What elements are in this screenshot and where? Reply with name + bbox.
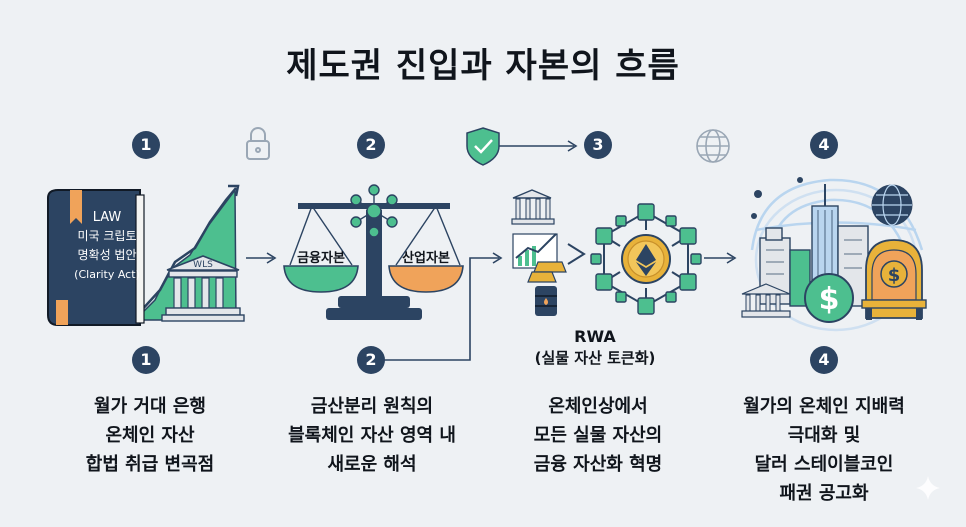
svg-text:$: $	[819, 282, 840, 317]
book-line-3: 명확성 법안	[77, 248, 136, 262]
rwa-title: RWA	[574, 327, 616, 346]
step-number-3-top: 3	[584, 131, 612, 159]
shield-check-icon	[466, 127, 500, 166]
caption-4-line-3: 달러 스테이블코인	[754, 454, 894, 475]
caption-1-line-1: 월가 거대 은행	[94, 396, 206, 417]
book-line-1: LAW	[93, 210, 122, 225]
caption-2-line-2: 블록체인 자산 영역 내	[288, 425, 456, 446]
scale-left-label: 금융자본	[297, 250, 345, 266]
balance-scale-icon: 금융자본 산업자본	[283, 184, 464, 320]
step-number-1-mid: 1	[132, 346, 160, 374]
bank-icon: WLS	[161, 255, 245, 322]
step-number-2-top: 2	[357, 131, 385, 159]
caption-3-line-2: 모든 실물 자산의	[533, 425, 663, 446]
scale-right-label: 산업자본	[402, 250, 450, 266]
globe-icon	[696, 129, 730, 163]
caption-step-4: 월가의 온체인 지배력 극대화 및 달러 스테이블코인 패권 공고화	[706, 392, 942, 508]
caption-4-line-1: 월가의 온체인 지배력	[743, 396, 905, 417]
caption-3-line-3: 금융 자산화 혁명	[533, 454, 663, 475]
book-line-2: 미국 크립토	[77, 229, 136, 243]
bank-label: WLS	[193, 260, 213, 270]
caption-step-3: 온체인상에서 모든 실물 자산의 금융 자산화 혁명	[488, 392, 708, 479]
globe-node-dots	[751, 177, 803, 219]
sparkle-icon	[916, 476, 940, 500]
step-number-4-mid: 4	[810, 346, 838, 374]
dollar-coin-icon: $	[804, 273, 854, 323]
caption-1-line-3: 합법 취급 변곡점	[85, 454, 215, 475]
step-number-1-top: 1	[132, 131, 160, 159]
caption-3-line-1: 온체인상에서	[548, 396, 648, 417]
connector-arrow-2-3-lower	[384, 257, 499, 361]
asset-icons	[511, 189, 567, 316]
rwa-subtitle: (실물 자산 토큰화)	[535, 349, 656, 367]
throne-icon: $	[861, 239, 927, 320]
caption-1-line-2: 온체인 자산	[105, 425, 195, 446]
caption-step-1: 월가 거대 은행 온체인 자산 합법 취급 변곡점	[40, 392, 260, 479]
globe-icon-small	[871, 184, 913, 226]
page-title: 제도권 진입과 자본의 흐름	[286, 46, 680, 86]
lock-icon	[246, 127, 270, 160]
ethereum-icon	[636, 244, 656, 276]
svg-text:$: $	[888, 265, 901, 286]
caption-4-line-2: 극대화 및	[787, 425, 861, 446]
rwa-network-icon	[590, 203, 702, 315]
law-book-icon: LAW 미국 크립토 명확성 법안 (Clarity Act)	[47, 189, 145, 326]
step-number-4-top: 4	[810, 131, 838, 159]
caption-step-2: 금산분리 원칙의 블록체인 자산 영역 내 새로운 해석	[262, 392, 482, 479]
caption-4-line-4: 패권 공고화	[779, 483, 869, 504]
asset-arrow-icon	[567, 243, 586, 265]
book-line-4: (Clarity Act)	[74, 268, 140, 281]
caption-2-line-3: 새로운 해석	[327, 454, 417, 475]
step-number-2-mid: 2	[357, 346, 385, 374]
caption-2-line-1: 금산분리 원칙의	[310, 396, 434, 417]
